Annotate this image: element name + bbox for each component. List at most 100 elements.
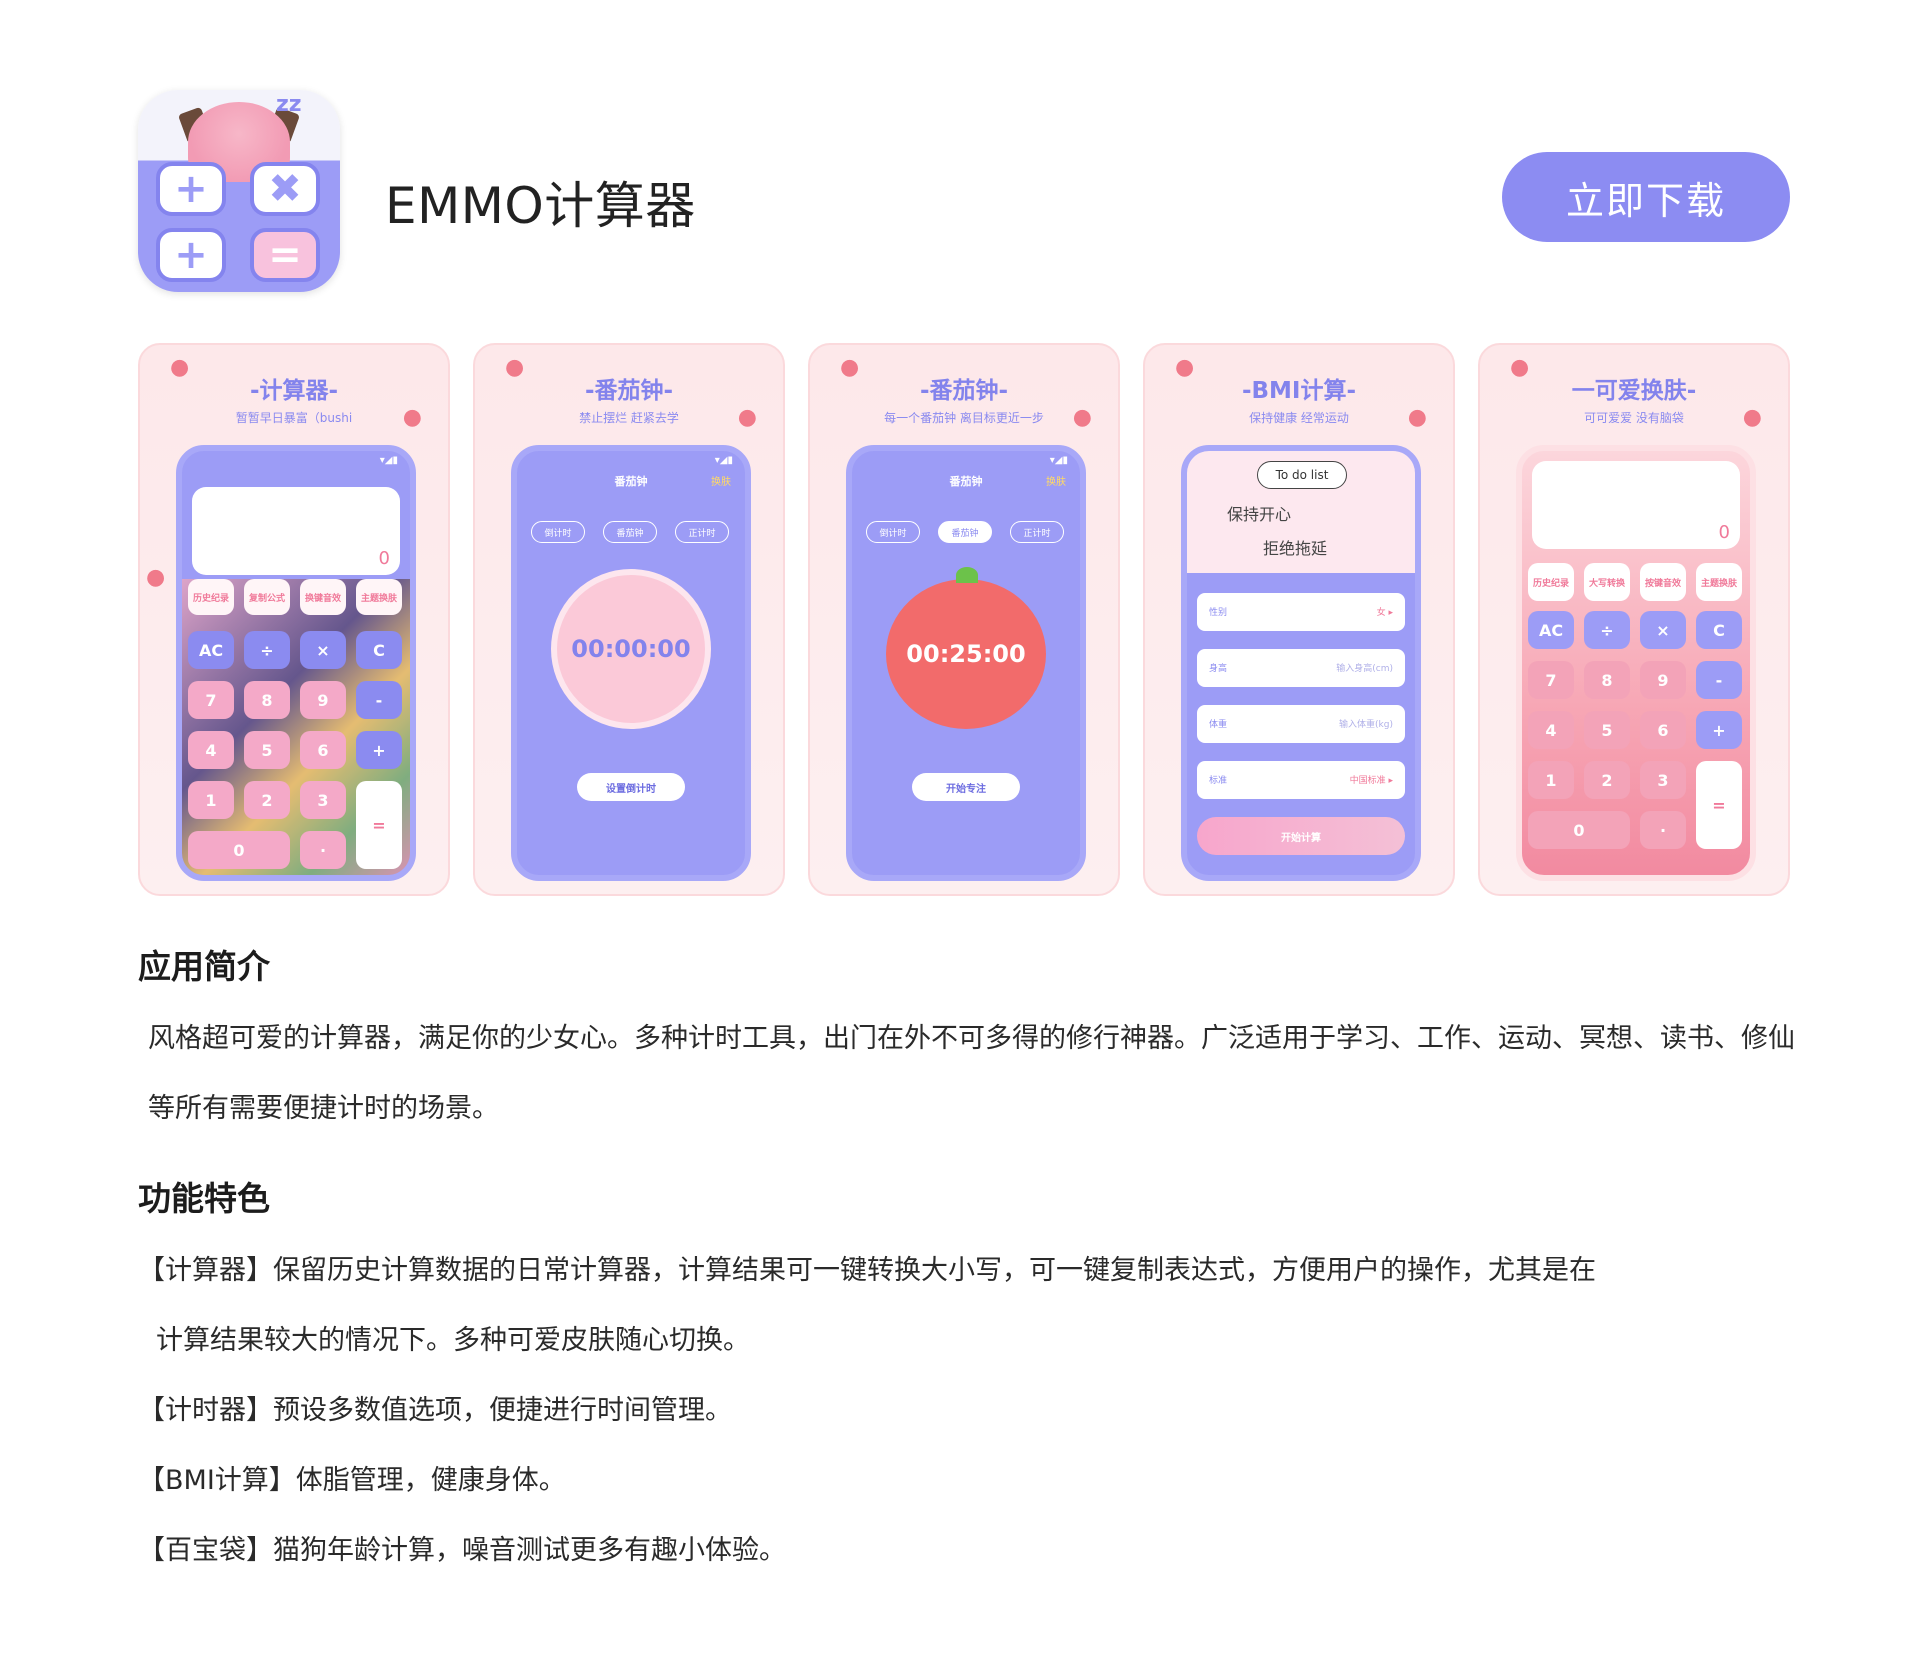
status-bar-icons: ▾◢▮ — [379, 455, 398, 466]
strawberry-icon: ● — [840, 355, 860, 380]
screen-header: 番茄钟 — [614, 475, 648, 488]
strawberry-icon: ● — [1175, 355, 1195, 380]
screenshot-subtitle: 每一个番茄钟 离目标更近一步 — [884, 411, 1044, 425]
screenshot-title: -计算器- — [249, 378, 339, 404]
calc-key: 6 — [1640, 711, 1686, 749]
calc-key: × — [300, 631, 346, 669]
screenshot-subtitle: 保持健康 经常运动 — [1249, 411, 1349, 425]
skin-link: 换肤 — [711, 477, 731, 488]
copy-formula-key: 复制公式 — [244, 579, 290, 615]
plus-icon: + — [156, 228, 226, 282]
feature-item: 【百宝袋】猫狗年龄计算，噪音测试更多有趣小体验。 — [138, 1535, 786, 1566]
strawberry-icon: ● — [146, 565, 166, 590]
calc-key: 0 — [188, 831, 290, 869]
uppercase-key: 大写转换 — [1584, 563, 1630, 601]
calc-key: 9 — [1640, 661, 1686, 699]
screenshot-title: 一可爱换肤- — [1571, 378, 1697, 404]
screenshot-pomodoro-countdown[interactable]: -番茄钟- 禁止摆烂 赶紧去学 ● ● ▾◢▮ 番茄钟 换肤 倒计时 番茄钟 正… — [473, 343, 785, 896]
calc-key-equals: = — [356, 781, 402, 869]
calc-key: + — [1696, 711, 1742, 749]
tab-pomodoro: 番茄钟 — [938, 521, 992, 543]
calc-key: · — [1640, 811, 1686, 849]
screenshot-gallery: -计算器- 暂暂早日暴富（bushi ● ● ● ▾◢▮ 0 历史纪录 复制公式… — [138, 343, 1790, 896]
strawberry-icon: ● — [737, 405, 757, 430]
strawberry-icon: ● — [1407, 405, 1427, 430]
screenshot-calculator[interactable]: -计算器- 暂暂早日暴富（bushi ● ● ● ▾◢▮ 0 历史纪录 复制公式… — [138, 343, 450, 896]
calc-key: AC — [1528, 611, 1574, 649]
strawberry-icon: ● — [1072, 405, 1092, 430]
theme-key: 主题换肤 — [356, 579, 402, 615]
plus-icon: + — [156, 162, 226, 216]
calc-key: 8 — [244, 681, 290, 719]
screenshot-title: -番茄钟- — [919, 378, 1009, 404]
calc-key: · — [300, 831, 346, 869]
key-sound-key: 换键音效 — [300, 579, 346, 615]
calc-key: 7 — [1528, 661, 1574, 699]
calc-key: × — [1640, 611, 1686, 649]
feature-item: 【计时器】预设多数值选项，便捷进行时间管理。 — [138, 1395, 732, 1426]
start-focus-button: 开始专注 — [912, 773, 1020, 801]
skin-link: 换肤 — [1046, 477, 1066, 488]
tab-pomodoro: 番茄钟 — [603, 521, 657, 543]
tomato-leaf-icon — [956, 567, 978, 583]
tab-countdown: 倒计时 — [866, 521, 920, 543]
clock-face: 00:00:00 — [551, 569, 711, 729]
calc-key: 9 — [300, 681, 346, 719]
feature-item: 计算结果较大的情况下。多种可爱皮肤随心切换。 — [156, 1325, 750, 1356]
note-text: 拒绝拖延 — [1263, 539, 1328, 558]
screenshot-subtitle: 可可爱爱 没有脑袋 — [1584, 411, 1684, 425]
calc-key-equals: = — [1696, 761, 1742, 849]
screenshot-skin[interactable]: 一可爱换肤- 可可爱爱 没有脑袋 ● ● 0 历史纪录 大写转换 按键音效 主题… — [1478, 343, 1790, 896]
calc-key: ÷ — [1584, 611, 1630, 649]
calc-key: 3 — [300, 781, 346, 819]
tab-stopwatch: 正计时 — [675, 521, 729, 543]
bmi-field-weight: 体重 输入体重(kg) — [1197, 705, 1405, 743]
download-button[interactable]: 立即下载 — [1502, 152, 1790, 242]
calculator-display: 0 — [1532, 461, 1740, 549]
display-value: 0 — [1718, 522, 1730, 543]
strawberry-icon: ● — [170, 355, 190, 380]
start-calc-button: 开始计算 — [1197, 817, 1405, 855]
app-icon: zz + ✖ + = — [138, 90, 340, 292]
calc-key: C — [1696, 611, 1742, 649]
calc-key: 1 — [1528, 761, 1574, 799]
screenshot-bmi[interactable]: -BMI计算- 保持健康 经常运动 ● ● To do list 保持开心 拒绝… — [1143, 343, 1455, 896]
screenshot-title: -BMI计算- — [1241, 378, 1357, 404]
features-heading: 功能特色 — [138, 1179, 270, 1218]
sleep-zz-icon: zz — [276, 92, 302, 117]
calc-key: ÷ — [244, 631, 290, 669]
calc-key: 8 — [1584, 661, 1630, 699]
feature-item: 【BMI计算】体脂管理，健康身体。 — [138, 1465, 566, 1496]
phone-frame: ▾◢▮ 番茄钟 换肤 倒计时 番茄钟 正计时 00:25:00 开始专注 — [846, 445, 1086, 881]
status-bar-icons: ▾◢▮ — [714, 455, 733, 466]
calc-key: 7 — [188, 681, 234, 719]
multiply-icon: ✖ — [250, 162, 320, 216]
calculator-display: 0 — [192, 487, 400, 575]
calc-key: 0 — [1528, 811, 1630, 849]
tab-countdown: 倒计时 — [531, 521, 585, 543]
note-text: 保持开心 — [1227, 505, 1292, 524]
calc-key: - — [356, 681, 402, 719]
calc-key: 3 — [1640, 761, 1686, 799]
screenshot-title: -番茄钟- — [584, 378, 674, 404]
phone-frame: ▾◢▮ 番茄钟 换肤 倒计时 番茄钟 正计时 00:00:00 设置倒计时 — [511, 445, 751, 881]
calc-key: C — [356, 631, 402, 669]
equals-icon: = — [250, 228, 320, 282]
intro-text: 风格超可爱的计算器，满足你的少女心。多种计时工具，出门在外不可多得的修行神器。广… — [148, 1023, 1795, 1124]
tomato-timer: 00:25:00 — [886, 579, 1046, 729]
calc-key: 1 — [188, 781, 234, 819]
strawberry-icon: ● — [1742, 405, 1762, 430]
screenshot-subtitle: 禁止摆烂 赶紧去学 — [579, 411, 679, 425]
phone-frame: ▾◢▮ 0 历史纪录 复制公式 换键音效 主题换肤 AC ÷ × C 7 8 9… — [176, 445, 416, 881]
theme-key: 主题换肤 — [1696, 563, 1742, 601]
calc-key: 4 — [188, 731, 234, 769]
calc-key: 2 — [244, 781, 290, 819]
strawberry-icon: ● — [505, 355, 525, 380]
bmi-field-standard: 标准 中国标准 ▸ — [1197, 761, 1405, 799]
screenshot-pomodoro-tomato[interactable]: -番茄钟- 每一个番茄钟 离目标更近一步 ● ● ▾◢▮ 番茄钟 换肤 倒计时 … — [808, 343, 1120, 896]
notes-banner: To do list 保持开心 拒绝拖延 — [1187, 451, 1415, 573]
feature-item: 【计算器】保留历史计算数据的日常计算器，计算结果可一键转换大小写，可一键复制表达… — [138, 1255, 1596, 1286]
display-value: 0 — [378, 548, 390, 569]
calc-key: 5 — [1584, 711, 1630, 749]
phone-frame: To do list 保持开心 拒绝拖延 性别 女 ▸ 身高 输入身高(cm) … — [1181, 445, 1421, 881]
